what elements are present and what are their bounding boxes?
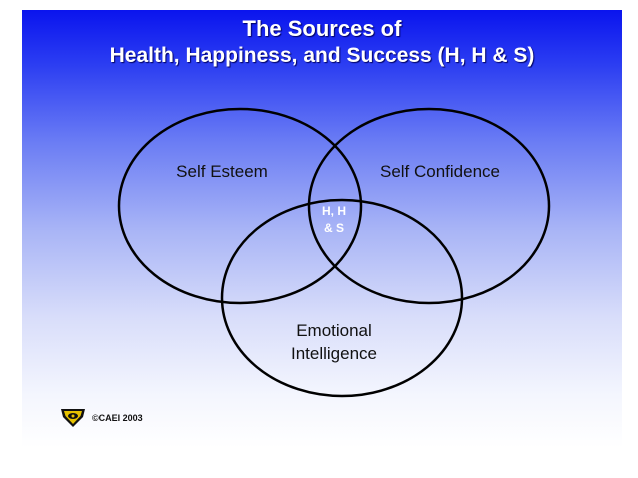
circle-self-confidence — [307, 107, 551, 305]
center-label-line-2: & S — [324, 221, 344, 235]
label-self-confidence: Self Confidence — [380, 162, 500, 181]
label-emotional: Emotional — [296, 321, 372, 340]
slide: The Sources of Health, Happiness, and Su… — [22, 10, 622, 448]
title-line-1: The Sources of — [242, 16, 402, 41]
title-line-2: Health, Happiness, and Success (H, H & S… — [109, 44, 535, 67]
label-intelligence: Intelligence — [291, 344, 377, 363]
circle-emotional-intelligence — [220, 198, 464, 398]
footer: ©CAEI 2003 — [60, 408, 143, 428]
circle-self-esteem — [117, 107, 363, 305]
center-label-line-1: H, H — [322, 204, 346, 218]
venn-diagram: Self Esteem Self Confidence Emotional In… — [117, 107, 551, 398]
label-self-esteem: Self Esteem — [176, 162, 268, 181]
shield-emblem-icon — [61, 409, 85, 427]
copyright-text: ©CAEI 2003 — [92, 413, 143, 423]
